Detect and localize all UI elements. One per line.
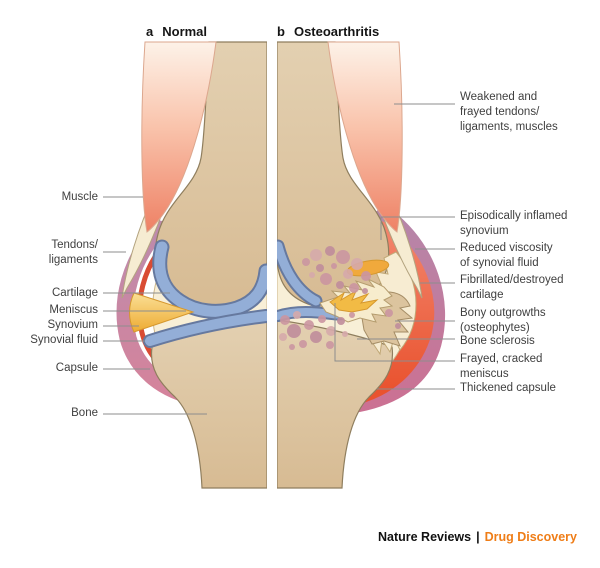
label-synovium: Synovium <box>47 319 99 331</box>
frayed-meniscus-shape <box>329 289 379 313</box>
panel-a-header: a Normal <box>146 24 207 39</box>
meniscus-shape <box>129 292 195 333</box>
label-bony-outgrowths: Bony outgrowths (osteophytes) <box>460 307 546 334</box>
panel-a-title: Normal <box>162 24 208 39</box>
journal-credit: Nature Reviews | Drug Discovery <box>378 530 577 544</box>
label-thickened-capsule: Thickened capsule <box>460 382 556 394</box>
bone-sclerosis-dots-lower <box>279 309 401 350</box>
oa-upper-cartilage-remnant <box>277 241 321 306</box>
leader-frayed-meniscus <box>334 303 455 362</box>
osteophyte-dots-upper <box>302 246 371 294</box>
label-bone-sclerosis: Bone sclerosis <box>460 335 535 347</box>
label-tendons-ligaments: Tendons/ ligaments <box>48 239 98 266</box>
panel-b-header: b Osteoarthritis <box>277 24 379 39</box>
credit-separator: | <box>476 530 480 544</box>
series-name: Drug Discovery <box>484 530 577 544</box>
femoral-cartilage <box>154 241 267 317</box>
tibia-bone <box>150 319 267 489</box>
label-weakened-tendons: Weakened and frayed tendons/ ligaments, … <box>460 91 558 133</box>
panel-b-letter: b <box>277 24 285 39</box>
label-reduced-viscosity: Reduced viscosity of synovial fluid <box>460 242 553 269</box>
label-muscle: Muscle <box>61 191 98 203</box>
label-synovial-fluid: Synovial fluid <box>30 334 98 346</box>
journal-name: Nature Reviews <box>377 530 472 544</box>
normal-knee-panel <box>116 41 267 489</box>
leader-inflamed-synovium <box>380 216 455 240</box>
label-cartilage: Cartilage <box>51 287 98 299</box>
label-capsule: Capsule <box>55 362 98 374</box>
tibial-cartilage <box>145 311 267 346</box>
osteoarthritis-knee-panel <box>277 41 446 489</box>
label-meniscus: Meniscus <box>49 304 98 316</box>
label-inflamed-synovium: Episodically inflamed synovium <box>460 210 568 237</box>
label-frayed-meniscus: Frayed, cracked meniscus <box>460 353 543 380</box>
label-bone: Bone <box>71 407 98 419</box>
panel-b-title: Osteoarthritis <box>293 24 380 39</box>
label-fibrillated-cartilage: Fibrillated/destroyed cartilage <box>460 274 564 301</box>
leader-lines <box>103 103 455 415</box>
panel-a-letter: a <box>146 24 154 39</box>
